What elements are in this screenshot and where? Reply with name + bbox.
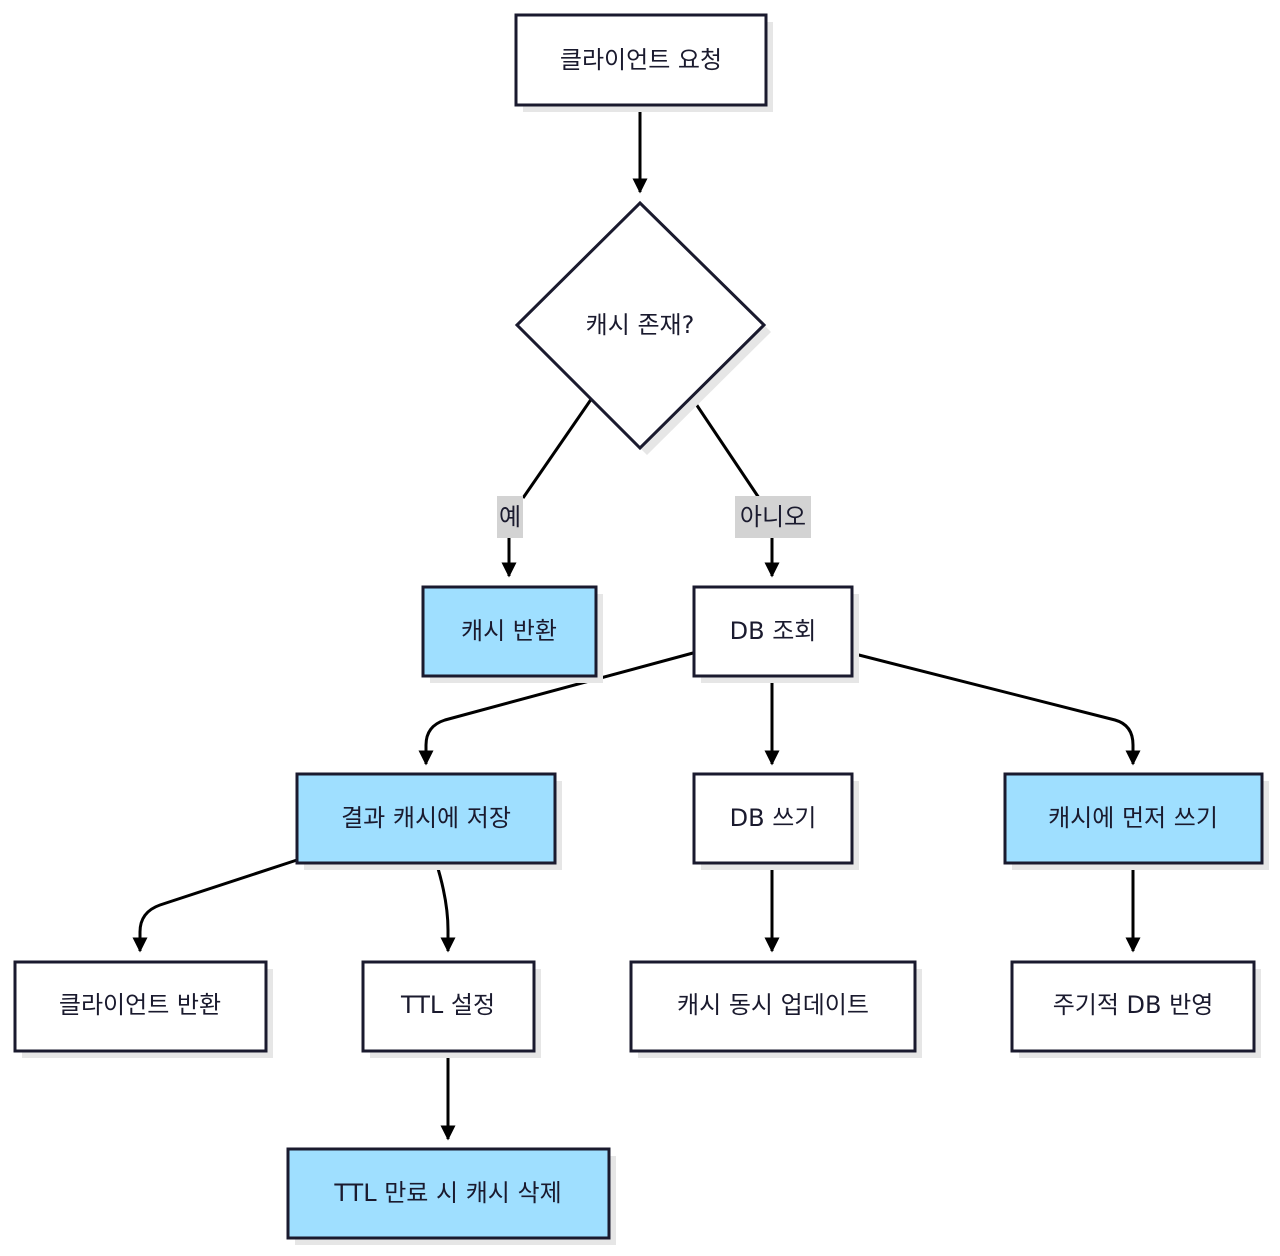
- node-cache-sync-update-text: 캐시 동시 업데이트: [677, 991, 869, 1019]
- node-db-lookup-text: DB 조회: [730, 617, 817, 645]
- node-cache-write-first-text: 캐시에 먼저 쓰기: [1048, 804, 1218, 832]
- node-cache-write-first: 캐시에 먼저 쓰기: [1003, 772, 1269, 870]
- node-periodic-db-apply-text: 주기적 DB 반영: [1053, 991, 1214, 1019]
- edge-db-to-store: [418, 651, 694, 766]
- node-ttl-set-text: TTL 설정: [400, 991, 495, 1019]
- edge-store-to-ttl: [434, 861, 456, 953]
- node-cache-sync-update: 캐시 동시 업데이트: [629, 960, 922, 1058]
- node-cache-exists-decision: 캐시 존재?: [514, 200, 771, 455]
- edge-no: [690, 397, 761, 499]
- node-ttl-set: TTL 설정: [361, 960, 541, 1058]
- edge-label-yes: 예: [497, 496, 523, 538]
- node-ttl-expire-delete: TTL 만료 시 캐시 삭제: [286, 1147, 616, 1245]
- edge-label-no-text: 아니오: [740, 503, 806, 531]
- node-db-write-text: DB 쓰기: [730, 804, 817, 832]
- node-store-cache: 결과 캐시에 저장: [295, 772, 562, 870]
- node-client-request: 클라이언트 요청: [514, 13, 773, 112]
- edge-store-to-client: [132, 858, 298, 953]
- node-store-cache-text: 결과 캐시에 저장: [341, 804, 511, 832]
- node-client-return: 클라이언트 반환: [13, 960, 273, 1058]
- node-ttl-expire-delete-text: TTL 만료 시 캐시 삭제: [333, 1179, 561, 1207]
- node-client-request-text: 클라이언트 요청: [560, 46, 722, 74]
- edge-label-yes-text: 예: [499, 503, 521, 531]
- edge-db-to-cachefirst: [850, 651, 1141, 766]
- node-cache-return-text: 캐시 반환: [461, 617, 557, 645]
- node-db-write: DB 쓰기: [692, 772, 859, 870]
- node-cache-exists-text: 캐시 존재?: [586, 311, 695, 339]
- node-periodic-db-apply: 주기적 DB 반영: [1010, 960, 1261, 1058]
- node-db-lookup: DB 조회: [692, 585, 859, 683]
- node-cache-return: 캐시 반환: [421, 585, 603, 683]
- edge-label-no: 아니오: [735, 496, 811, 538]
- edges: [132, 104, 1141, 1141]
- edge-yes: [521, 397, 594, 499]
- node-client-return-text: 클라이언트 반환: [59, 991, 221, 1019]
